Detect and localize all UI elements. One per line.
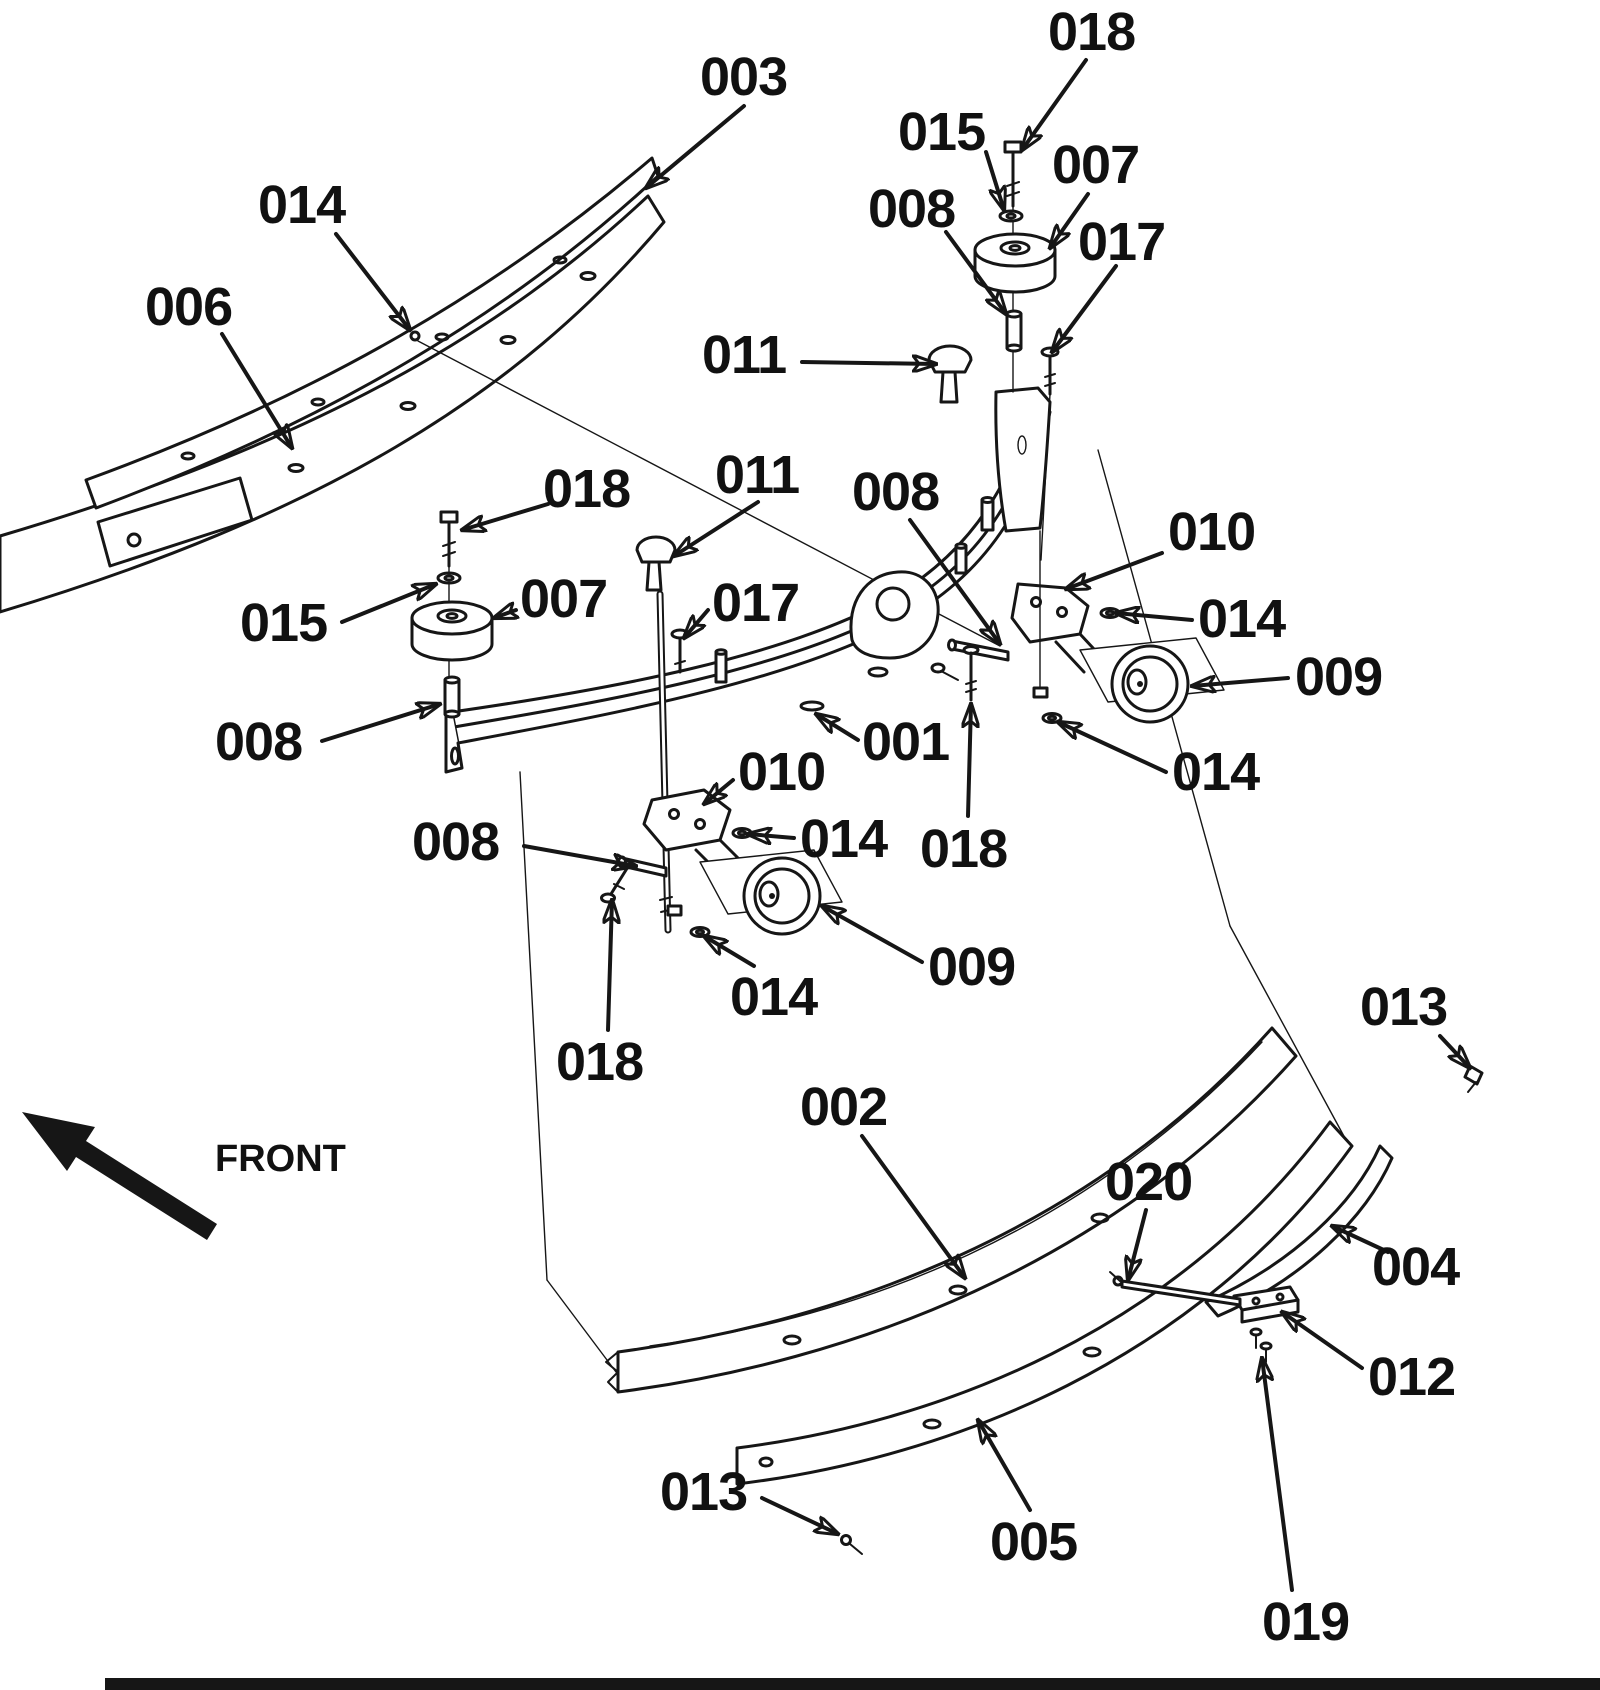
callout-label-010: 010 xyxy=(1168,502,1256,562)
callout-label-019: 019 xyxy=(1262,1592,1350,1652)
callout-label-009: 009 xyxy=(928,937,1016,997)
callout-label-001: 001 xyxy=(862,712,950,772)
clip-013-bottom xyxy=(840,1534,863,1555)
callout-label-015: 015 xyxy=(240,593,328,653)
strip-002 xyxy=(605,1026,1298,1394)
spacer-008 xyxy=(443,678,461,716)
callout-label-018: 018 xyxy=(543,459,631,519)
callout-label-007: 007 xyxy=(520,569,608,629)
callout-label-006: 006 xyxy=(145,277,233,337)
front-arrow xyxy=(22,1112,217,1240)
callout-label-009: 009 xyxy=(1295,647,1383,707)
callout-label-014: 014 xyxy=(258,175,346,235)
wheel-009-center xyxy=(699,849,843,936)
callout-label-018: 018 xyxy=(920,819,1008,879)
callout-label-020: 020 xyxy=(1105,1152,1193,1212)
strip-006 xyxy=(0,194,666,614)
callout-label-011: 011 xyxy=(715,445,800,505)
callout-label-005: 005 xyxy=(990,1512,1078,1572)
bolt-018-lower-center xyxy=(600,860,633,904)
callout-label-013: 013 xyxy=(1360,977,1448,1037)
callout-label-007: 007 xyxy=(1052,135,1140,195)
clip-013-right xyxy=(1463,1064,1484,1093)
bracket-010-right xyxy=(1010,582,1108,674)
callout-label-011: 011 xyxy=(702,325,787,385)
leader-arrows xyxy=(220,58,1470,1592)
callout-label-017: 017 xyxy=(712,573,800,633)
callout-label-008: 008 xyxy=(412,812,500,872)
bolt-018-right xyxy=(962,645,980,702)
callout-label-003: 003 xyxy=(700,47,788,107)
callout-label-008: 008 xyxy=(215,712,303,772)
rod-020 xyxy=(1109,1271,1242,1307)
callout-label-004: 004 xyxy=(1372,1237,1460,1297)
front-label: FRONT xyxy=(215,1138,346,1180)
washer-015 xyxy=(436,571,462,585)
strip-005 xyxy=(735,1120,1354,1486)
callout-label-010: 010 xyxy=(738,742,826,802)
callout-label-008: 008 xyxy=(868,179,956,239)
strip-003 xyxy=(84,156,660,510)
roller-007-left-stack xyxy=(410,510,494,719)
callout-label-012: 012 xyxy=(1368,1347,1456,1407)
rail-001 xyxy=(444,386,1052,774)
callout-label-014: 014 xyxy=(800,809,888,869)
callout-label-017: 017 xyxy=(1078,212,1166,272)
rivet-014-target xyxy=(409,330,421,342)
callout-label-008: 008 xyxy=(852,462,940,522)
callout-label-014: 014 xyxy=(1172,742,1260,802)
callout-label-018: 018 xyxy=(556,1032,644,1092)
roller-007-right-stack xyxy=(973,140,1060,561)
footer-bar xyxy=(105,1678,1600,1690)
washer-015 xyxy=(998,209,1024,223)
knob-011-right xyxy=(927,344,973,404)
callout-label-013: 013 xyxy=(660,1462,748,1522)
pin-008-right xyxy=(930,638,1010,681)
callout-label-002: 002 xyxy=(800,1077,888,1137)
callout-label-014: 014 xyxy=(730,967,818,1027)
callout-label-014: 014 xyxy=(1198,589,1286,649)
callout-label-015: 015 xyxy=(898,102,986,162)
spacer-008 xyxy=(1005,312,1023,350)
callout-label-018: 018 xyxy=(1048,2,1136,62)
wheel-009-right xyxy=(1079,637,1225,724)
